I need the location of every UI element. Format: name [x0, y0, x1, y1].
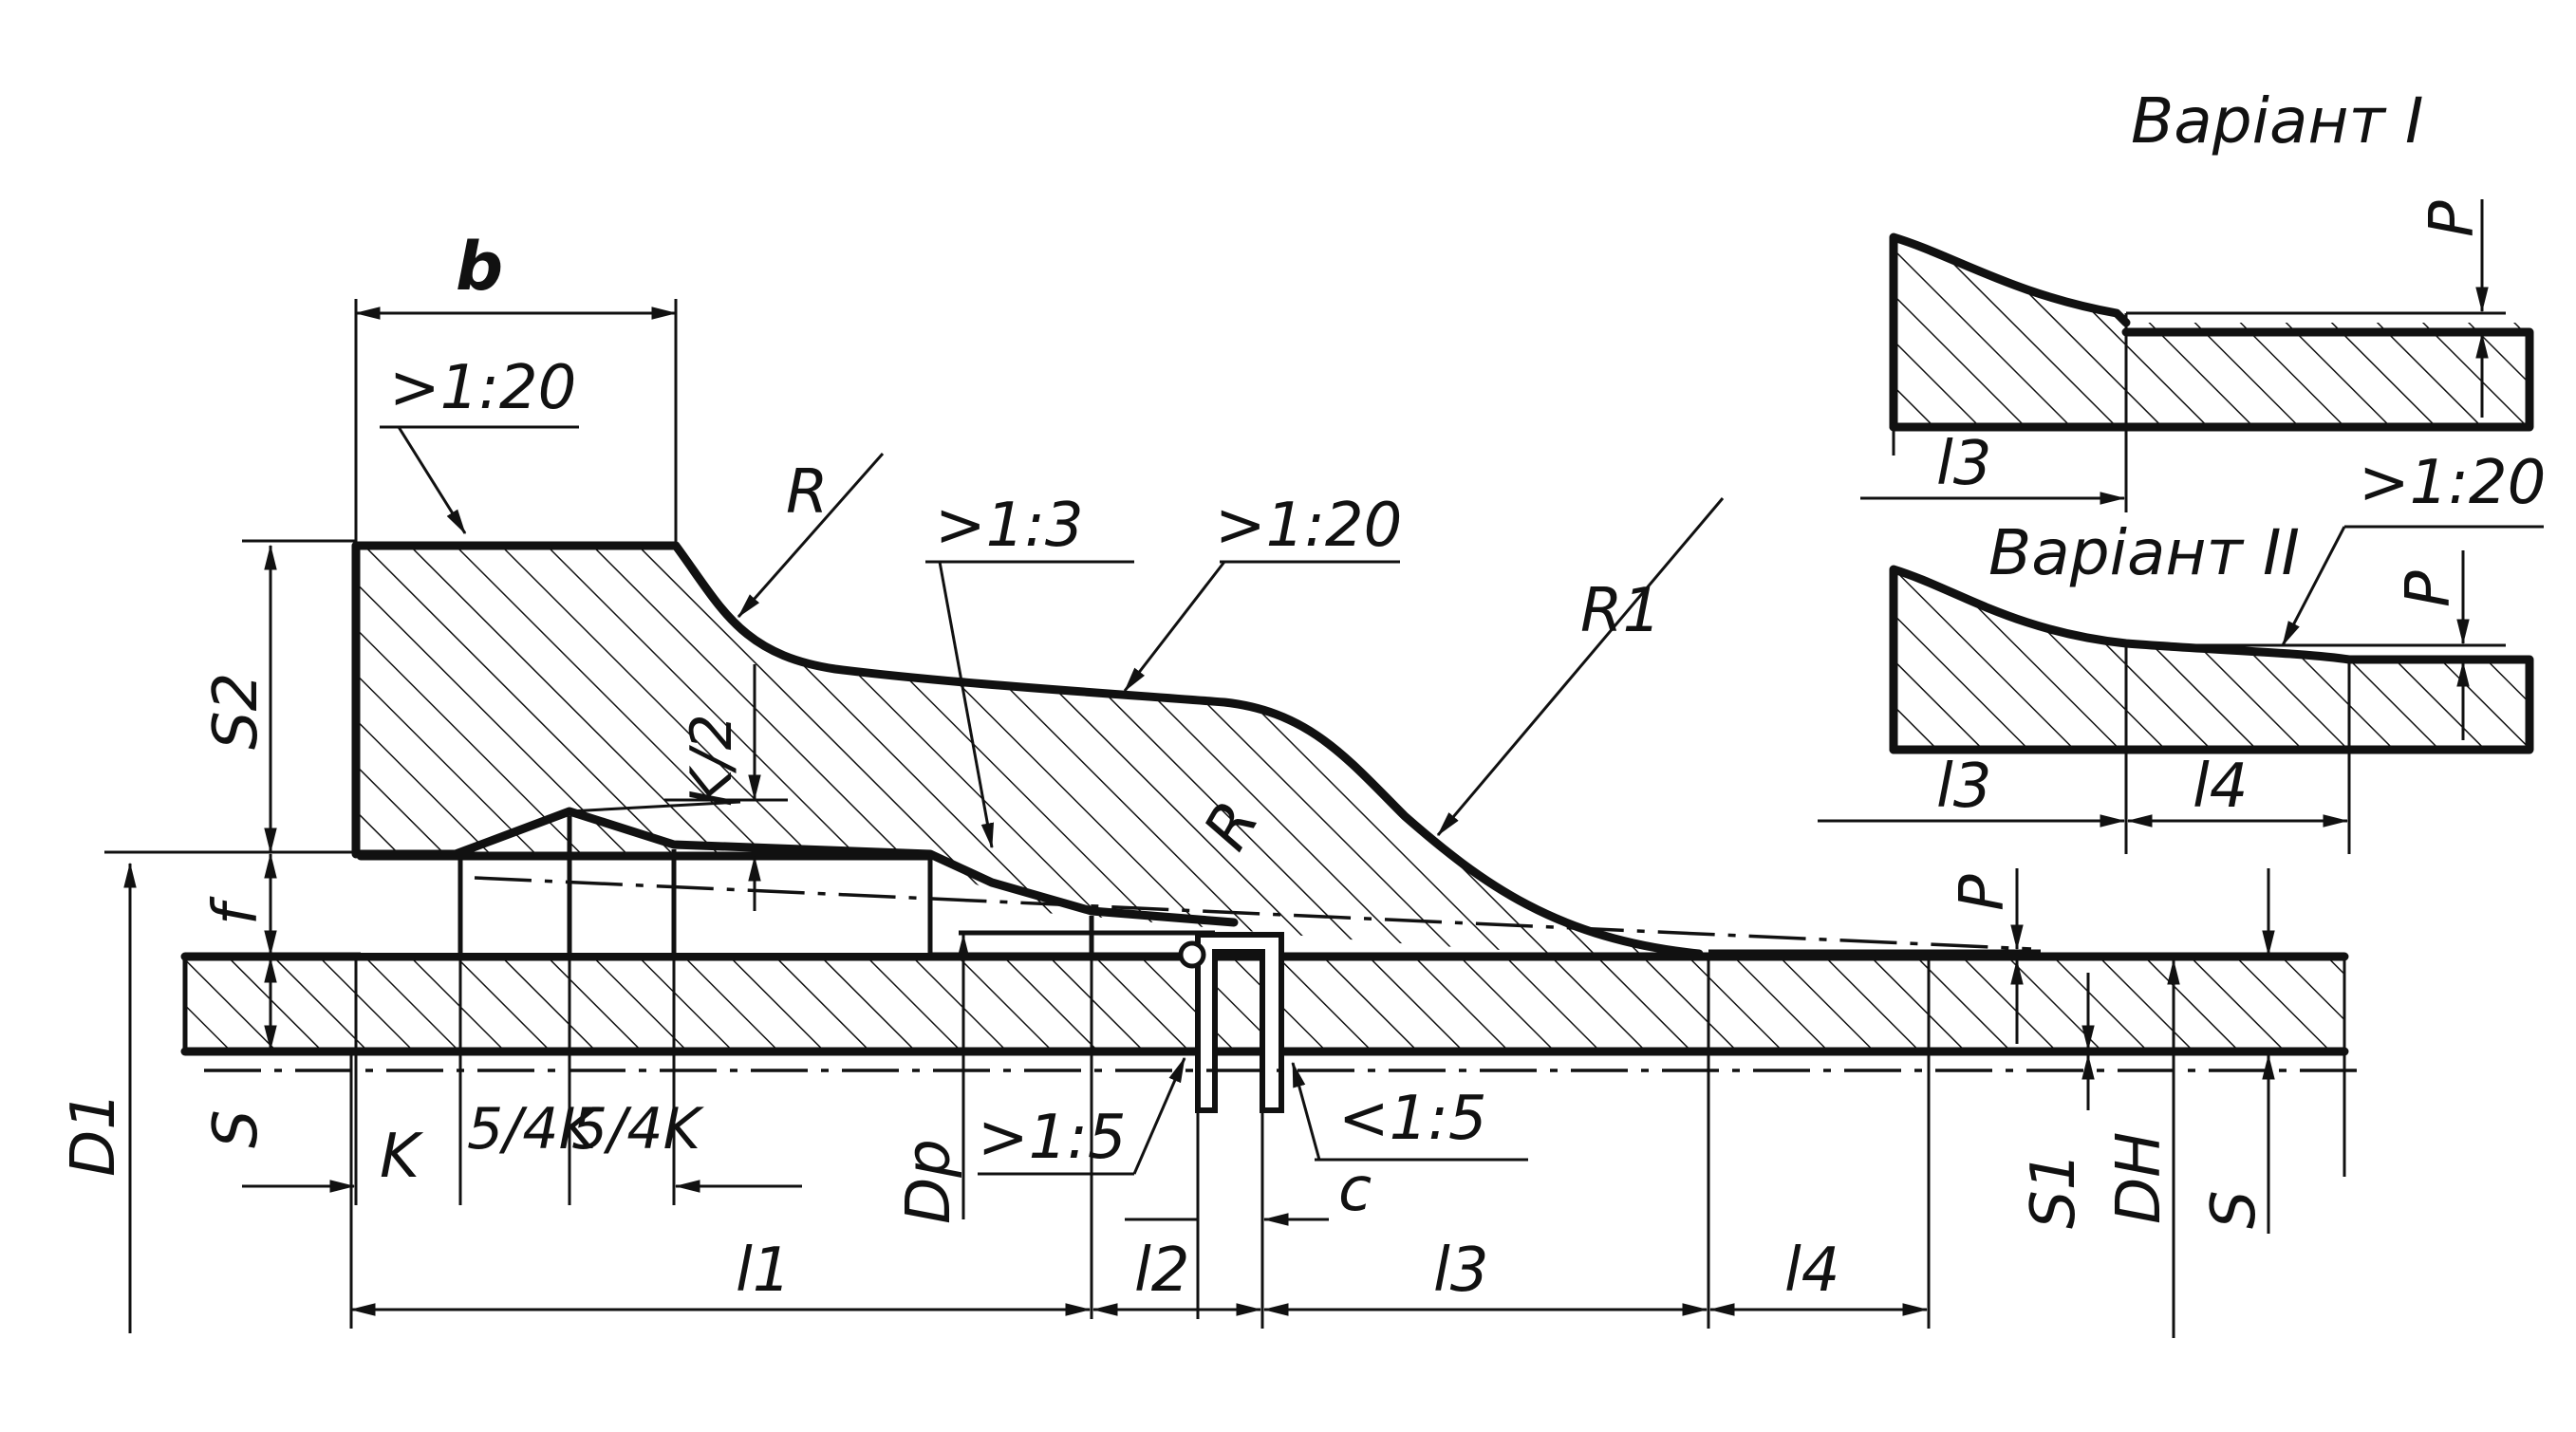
label-Dp: Dp	[894, 1139, 964, 1224]
dimension-lines	[104, 299, 2275, 1338]
label-taper-hub: >1:20	[1215, 491, 1402, 561]
main-labels: b >1:20 R >1:3 >1:20 R1 S2 K/2 f R D1 S …	[59, 228, 2269, 1306]
variant-1-detail: Варіант I l3 P	[1860, 84, 2534, 512]
label-DH: DH	[2104, 1132, 2175, 1224]
label-K-half: K/2	[679, 714, 745, 807]
label-l4: l4	[1784, 1236, 1840, 1306]
label-R1: R1	[1580, 576, 1661, 646]
flange-bore-ribs	[356, 816, 1215, 955]
label-c: c	[1338, 1155, 1372, 1225]
variant-1-title: Варіант I	[2131, 84, 2423, 158]
label-5-4K-a: 5/4K	[467, 1096, 601, 1162]
variant-2-detail: >1:20 Варіант II l3 l4 P	[1818, 448, 2546, 854]
variant-2-l4: l4	[2193, 752, 2249, 822]
label-taper-gt-1-5: >1:5	[978, 1103, 1127, 1173]
label-taper-1-3: >1:3	[935, 491, 1084, 561]
label-l3: l3	[1433, 1236, 1489, 1306]
variant-1-P: P	[2417, 200, 2488, 237]
label-S-left: S	[201, 1109, 271, 1148]
variant-2-l3: l3	[1936, 752, 1992, 822]
label-K: K	[380, 1122, 424, 1192]
label-5-4K-b: 5/4K	[571, 1096, 705, 1162]
label-taper-lt-1-5: <1:5	[1338, 1084, 1487, 1154]
label-l1: l1	[736, 1236, 792, 1306]
label-R: R	[786, 457, 828, 528]
variant-2-taper: >1:20	[2359, 448, 2546, 518]
label-f: f	[201, 896, 271, 925]
variant-2-title: Варіант II	[1988, 516, 2300, 589]
variant-1-l3: l3	[1936, 429, 1992, 499]
label-S2: S2	[201, 673, 271, 750]
variant-2-P: P	[2394, 570, 2464, 607]
backing-ring	[1178, 932, 1284, 1113]
label-b: b	[456, 228, 503, 306]
label-l2: l2	[1134, 1236, 1190, 1306]
label-S1: S1	[2019, 1152, 2089, 1229]
label-D1: D1	[59, 1091, 129, 1177]
label-P: P	[1948, 874, 2018, 911]
label-taper-top: >1:20	[389, 353, 576, 423]
label-S-right: S	[2199, 1190, 2269, 1229]
bore-axis	[474, 876, 2032, 951]
